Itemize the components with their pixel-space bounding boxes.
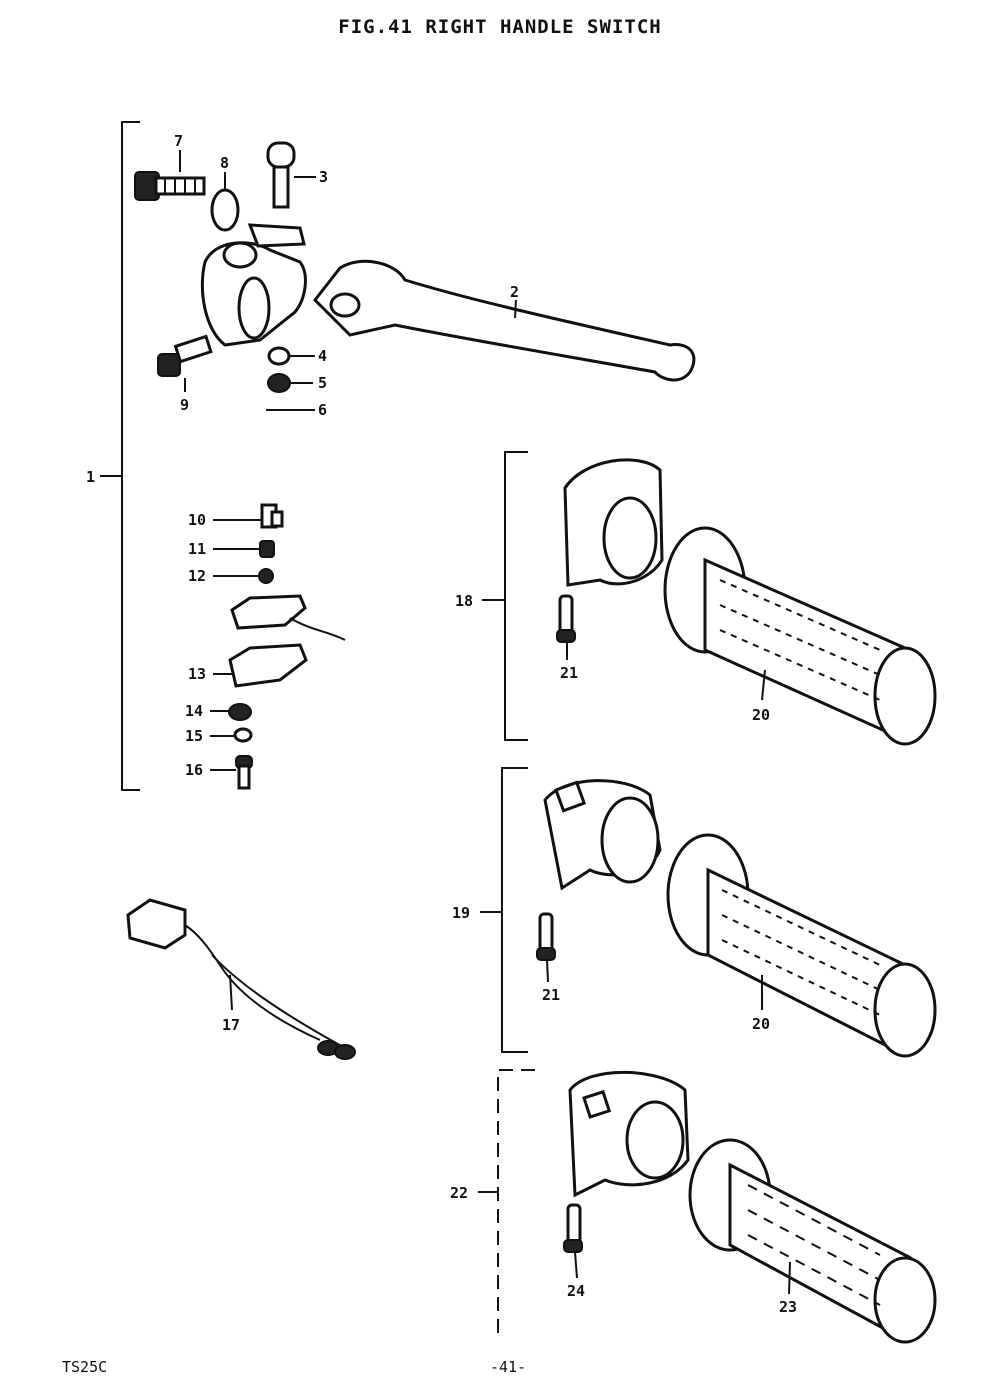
bracket-group-1 [100, 121, 140, 791]
switch-plate-part [230, 594, 346, 641]
callout-23: 23 [779, 1298, 797, 1316]
switch-housing-22-part [568, 1070, 690, 1198]
callout-19: 19 [452, 904, 470, 922]
callout-9: 9 [180, 396, 189, 414]
callout-14: 14 [185, 702, 203, 720]
callout-1: 1 [86, 468, 95, 486]
callout-20a: 20 [752, 706, 770, 724]
ball-12-part [258, 568, 274, 584]
screw-24-part [563, 1203, 583, 1253]
throttle-grip-20b-part [666, 833, 937, 1058]
washer-8-part [210, 188, 240, 232]
throttle-grip-20a-part [663, 526, 937, 746]
screw-21b-part [536, 912, 556, 961]
throttle-grip-23-part [688, 1138, 937, 1344]
washer-15-part [233, 727, 253, 743]
callout-3: 3 [319, 168, 328, 186]
washer-14-part [228, 703, 252, 721]
bracket-group-19 [480, 767, 528, 1053]
callout-8: 8 [220, 154, 229, 172]
callout-10: 10 [188, 511, 206, 529]
spring-11-part [259, 540, 275, 558]
callout-22: 22 [450, 1184, 468, 1202]
switch-housing-19-part [543, 779, 662, 891]
wiring-harness-17-part [126, 898, 356, 1060]
callout-16: 16 [185, 761, 203, 779]
clutch-lever-2-part [313, 259, 696, 382]
callout-17: 17 [222, 1016, 240, 1034]
callout-5: 5 [318, 374, 327, 392]
bolt-7-part [134, 171, 206, 201]
callout-24: 24 [567, 1282, 585, 1300]
callout-21a: 21 [560, 664, 578, 682]
switch-housing-18-part [563, 458, 664, 587]
callout-18: 18 [455, 592, 473, 610]
washer-4-part [267, 346, 291, 366]
bracket-group-22 [478, 1069, 535, 1340]
callout-6: 6 [318, 401, 327, 419]
page-number: -41- [490, 1358, 527, 1376]
nut-5-part [267, 373, 291, 393]
callout-20b: 20 [752, 1015, 770, 1033]
screw-16-part [235, 755, 253, 790]
callout-7: 7 [174, 132, 183, 150]
lever-holder-part [200, 223, 307, 347]
bracket-group-18 [482, 451, 528, 741]
model-code: TS25C [62, 1358, 108, 1376]
leader-lines [179, 150, 791, 1295]
callout-labels: 1 2 3 4 5 6 7 8 9 10 11 12 13 14 15 16 1… [86, 132, 797, 1316]
callout-2: 2 [510, 283, 519, 301]
bolt-9-part [157, 334, 213, 377]
pivot-bolt-3-part [266, 141, 296, 209]
figure-title: FIG.41 RIGHT HANDLE SWITCH [338, 16, 662, 38]
callout-12: 12 [188, 567, 206, 585]
callout-21b: 21 [542, 986, 560, 1004]
callout-15: 15 [185, 727, 203, 745]
switch-screw-10-part [260, 503, 284, 529]
switch-base-13-part [228, 643, 308, 688]
screw-21a-part [556, 594, 576, 643]
callout-13: 13 [188, 665, 206, 683]
callout-11: 11 [188, 540, 206, 558]
callout-4: 4 [318, 347, 327, 365]
